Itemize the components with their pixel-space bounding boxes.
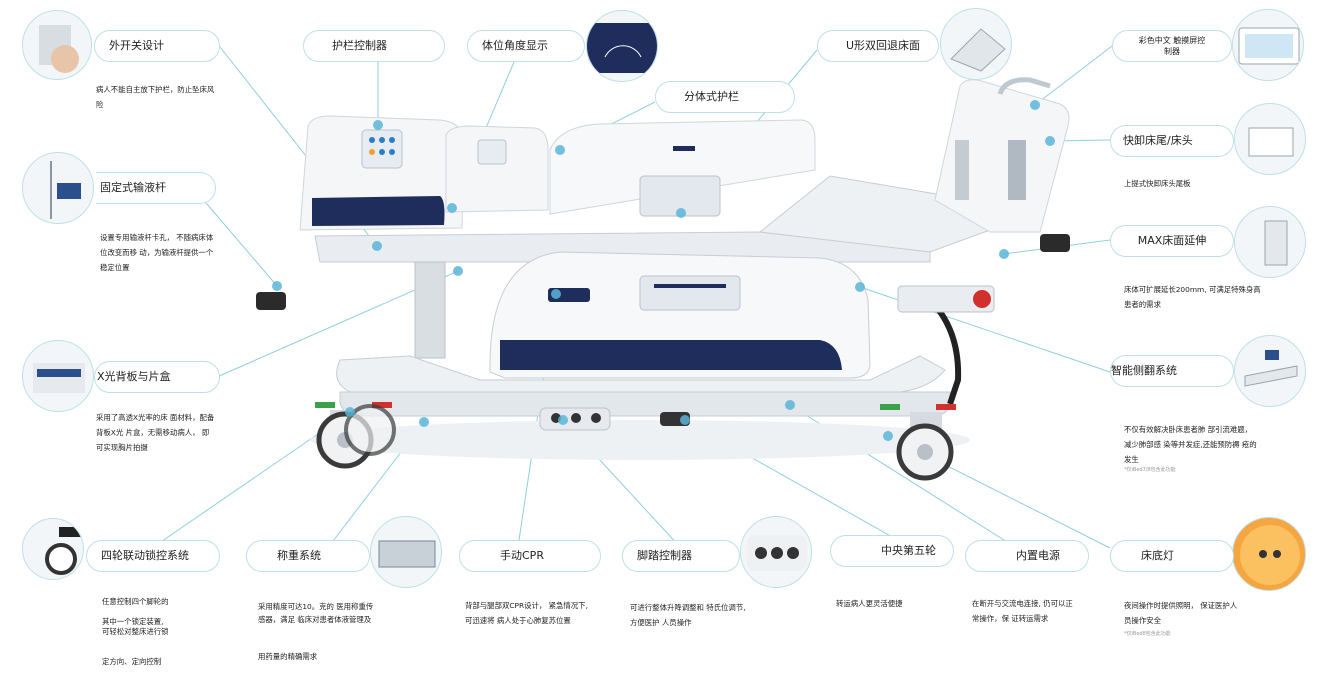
desc-line: 稳定位置 — [100, 263, 130, 272]
thumb-touchscreen — [1232, 9, 1304, 81]
label-split-rail: 分体式护栏 — [655, 81, 795, 113]
label-touchscreen: 彩色中文 触摸屏控 制器 — [1112, 30, 1232, 62]
desc-outer-switch: 病人不能自主放下护栏，防止坠床风 险 — [96, 82, 214, 112]
desc-fifth-wheel: 转运病人更灵活便捷 — [836, 596, 903, 611]
desc-line: 转运病人更灵活便捷 — [836, 599, 903, 608]
desc-foot-controller: 可进行整体升降调整和 特氏位调节, 方便医护 人员操作 — [630, 600, 746, 630]
desc-line: 发生 — [1124, 455, 1139, 464]
desc-line: 不仅有效解决卧床患者肺 部引流难题， — [1124, 425, 1252, 434]
label-rail-controller: 护栏控制器 — [303, 30, 445, 62]
thumb-lateral-tilt — [1234, 335, 1306, 407]
desc-line: 可轻松对整床进行锁 — [102, 627, 169, 636]
desc-line — [102, 647, 169, 657]
label-manual-cpr: 手动CPR — [459, 540, 601, 572]
note-under-light: *仅iBed8包含此功能 — [1124, 631, 1171, 637]
desc-line: 定方向、定向控制 — [102, 657, 162, 666]
desc-line: 在断开与交流电连接, 仍可以正 — [972, 599, 1073, 608]
desc-line — [102, 637, 169, 647]
desc-line — [258, 626, 373, 634]
desc-line: 设置专用输液杆卡孔， 不随病床体 — [100, 233, 214, 242]
label-under-light: 床底灯 — [1110, 540, 1234, 572]
label-lateral-tilt: 智能侧翻系统 — [1110, 355, 1234, 387]
label-four-wheel-lock: 四轮联动锁控系统 — [86, 540, 220, 572]
desc-line — [258, 642, 373, 650]
label-max-extend: MAX床面延伸 — [1110, 225, 1234, 257]
label-xray: X光背板与片盒 — [94, 361, 220, 393]
desc-line: 险 — [96, 100, 104, 109]
thumb-max-extend — [1234, 206, 1306, 278]
thumb-outer-switch — [22, 10, 92, 80]
note-lateral-tilt: *仅iBed7/8包含此功能 — [1124, 467, 1176, 473]
desc-iv-pole: 设置专用输液杆卡孔， 不随病床体 位改变而移 动，为输液杆提供一个 稳定位置 — [100, 230, 213, 275]
label-fifth-wheel: 中央第五轮 — [830, 535, 954, 567]
thumb-angle-display — [586, 10, 658, 82]
thumb-u-retract — [940, 8, 1012, 80]
desc-line: 常操作，保 证转运需求 — [972, 614, 1049, 623]
desc-max-extend: 床体可扩展延长200mm, 可满足特殊身高 患者的需求 — [1124, 282, 1261, 312]
desc-line: 其中一个锁定装置, — [102, 617, 164, 626]
desc-manual-cpr: 背部与腿部双CPR设计， 紧急情况下, 可迅速将 病人处于心肺复苏位置 — [465, 598, 588, 628]
caster-wheels — [316, 404, 954, 481]
desc-line: 采用精度可达10。克的 医用称重传 — [258, 602, 374, 611]
desc-line: 床体可扩展延长200mm, 可满足特殊身高 — [1124, 285, 1261, 294]
desc-lateral-tilt: 不仅有效解决卧床患者肺 部引流难题， 减少肺部感 染等并发症,还能预防褥 疮的 … — [1124, 422, 1257, 467]
desc-line: 可进行整体升降调整和 特氏位调节, — [630, 603, 746, 612]
label-battery: 内置电源 — [965, 540, 1089, 572]
desc-xray: 采用了高透X光率的床 面材料，配备 背板X光 片盒，无需移动病人， 即 可实现胸… — [96, 410, 214, 455]
label-angle-display: 体位角度显示 — [467, 30, 585, 62]
desc-line: 采用了高透X光率的床 面材料，配备 — [96, 413, 215, 422]
desc-line: 用药量的精确需求 — [258, 652, 318, 661]
label-weighing: 称重系统 — [246, 540, 370, 572]
label-u-retract: U形双回退床面 — [817, 30, 939, 62]
thumb-under-light — [1232, 517, 1306, 591]
thumb-foot-controller — [740, 516, 812, 588]
desc-line: 背部与腿部双CPR设计， 紧急情况下, — [465, 601, 588, 610]
desc-line: 方便医护 人员操作 — [630, 618, 692, 627]
thumb-four-wheel-lock — [22, 518, 84, 580]
hotspot-dots — [272, 100, 1055, 441]
label-iv-pole: 固定式输液杆 — [96, 172, 216, 204]
desc-line: 患者的需求 — [1124, 300, 1161, 309]
label-quick-release: 快卸床尾/床头 — [1110, 125, 1234, 157]
desc-line: 位改变而移 动，为输液杆提供一个 — [100, 248, 214, 257]
desc-weighing: 采用精度可达10。克的 医用称重传 感器，满足 临床对患者体液管理及 用药量的精… — [258, 600, 373, 663]
desc-under-light: 夜间操作时提供照明， 保证医护人 员操作安全 — [1124, 598, 1237, 628]
desc-line: 上提式快卸床头尾板 — [1124, 179, 1191, 188]
desc-line — [102, 607, 169, 617]
touchscreen-line-1: 彩色中文 触摸屏控 — [1138, 36, 1206, 45]
desc-line: 任意控制四个脚轮的 — [102, 597, 169, 606]
desc-battery: 在断开与交流电连接, 仍可以正 常操作，保 证转运需求 — [972, 596, 1073, 626]
desc-line: 减少肺部感 染等并发症,还能预防褥 疮的 — [1124, 440, 1257, 449]
thumb-xray — [22, 340, 94, 412]
desc-four-wheel-lock: 任意控制四个脚轮的 其中一个锁定装置, 可轻松对整床进行锁 定方向、定向控制 — [102, 597, 169, 667]
desc-line — [258, 634, 373, 642]
thumb-weighing — [370, 516, 442, 588]
desc-line: 背板X光 片盒，无需移动病人， 即 — [96, 428, 210, 437]
desc-quick-release: 上提式快卸床头尾板 — [1124, 176, 1191, 191]
thumb-iv-pole — [22, 152, 94, 224]
desc-line: 可实现胸片拍摄 — [96, 443, 148, 452]
desc-line: 可迅速将 病人处于心肺复苏位置 — [465, 616, 571, 625]
desc-line: 员操作安全 — [1124, 616, 1161, 625]
label-outer-switch: 外开关设计 — [94, 30, 220, 62]
desc-line: 夜间操作时提供照明， 保证医护人 — [1124, 601, 1238, 610]
desc-line: 病人不能自主放下护栏，防止坠床风 — [96, 85, 215, 94]
thumb-quick-release — [1234, 103, 1306, 175]
label-foot-controller: 脚踏控制器 — [622, 540, 740, 572]
touchscreen-line-2: 制器 — [1164, 47, 1180, 56]
desc-line: 感器，满足 临床对患者体液管理及 — [258, 615, 372, 624]
